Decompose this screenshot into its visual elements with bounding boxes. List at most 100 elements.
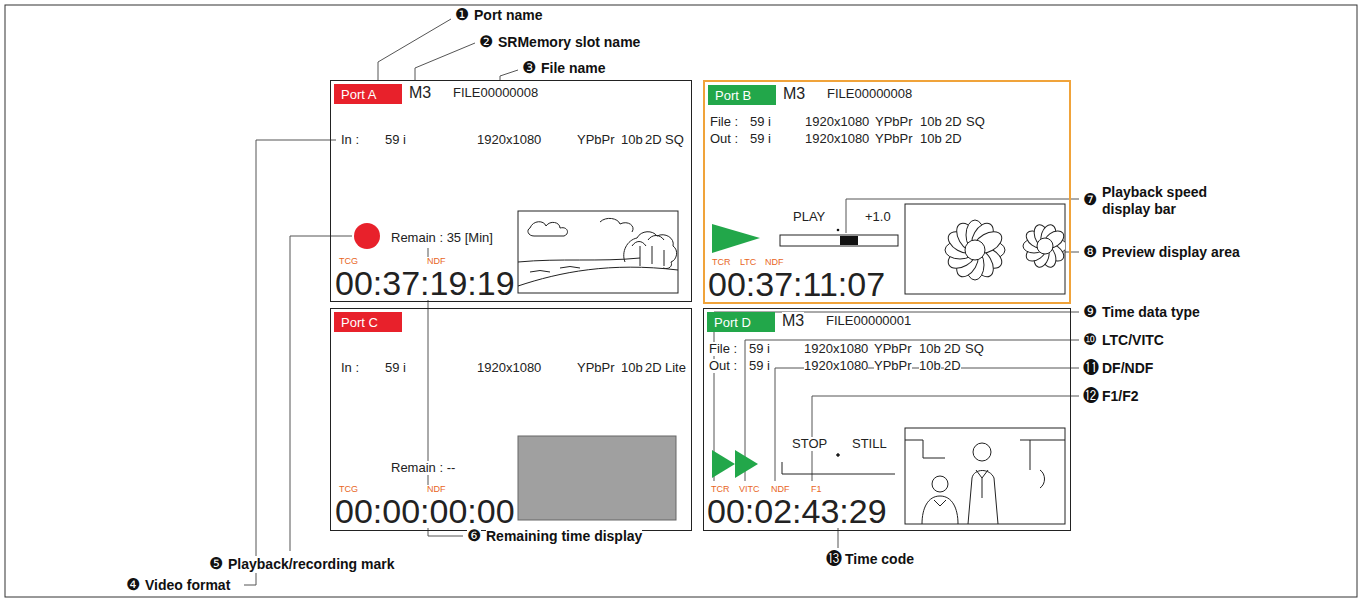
panel-text: 59 i (385, 361, 406, 375)
callout-number: ❷ (479, 33, 493, 51)
preview-empty (518, 436, 676, 520)
play-mark (712, 224, 760, 253)
callout-number: ❾ (1083, 303, 1097, 321)
port-badge: Port D (707, 312, 775, 332)
callout-label: SRMemory slot name (498, 34, 640, 51)
leader-line (415, 43, 475, 80)
panel-text: 10b (621, 133, 643, 147)
panel-text: +1.0 (865, 210, 891, 224)
panel-text: STILL (852, 437, 887, 451)
panel-text: Remain : -- (391, 461, 455, 475)
panel-text: 2D (944, 342, 961, 356)
callout-number: ❼ (1083, 191, 1097, 209)
panel-text: 1920x1080 (477, 133, 541, 147)
callout-number: ⓭ (826, 550, 842, 568)
panel-text: Lite (665, 361, 686, 375)
panel-text: M3 (783, 85, 805, 103)
panel-text: 10b (919, 359, 941, 373)
port-name: Port C (341, 315, 378, 330)
preview-flowers (905, 204, 1067, 294)
callout-label: LTC/VITC (1102, 332, 1164, 349)
panel-text: 59 i (385, 133, 406, 147)
panel-text: 59 i (750, 115, 771, 129)
panel-text: 1920x1080 (805, 132, 869, 146)
panel-text: STOP (792, 437, 827, 451)
preview-beach (518, 211, 678, 293)
callout-label: File name (541, 60, 606, 77)
time-code: 00:37:19:19 (335, 266, 515, 300)
panel-text: File : (710, 115, 738, 129)
speed-bar (840, 236, 858, 245)
leader-line (838, 526, 839, 548)
preview-flowers (945, 220, 1065, 281)
preview-people (932, 476, 948, 492)
panel-text: YPbPr (874, 342, 912, 356)
port-name: Port A (341, 87, 376, 102)
still-mark (735, 450, 758, 478)
panel-text: 2D (944, 359, 961, 373)
speed-bar (837, 454, 840, 457)
panel-text: YPbPr (875, 115, 913, 129)
play-mark (712, 224, 760, 253)
callout-label: Remaining time display (486, 528, 642, 545)
still-mark (712, 450, 735, 478)
callout-label: Playback/recording mark (228, 556, 395, 573)
preview-beach (530, 267, 580, 273)
time-code: 00:00:00:00 (335, 494, 515, 528)
speed-bar (780, 235, 898, 246)
callout-label: Port name (474, 7, 542, 24)
panel-text: 2D (945, 132, 962, 146)
speed-bar (782, 462, 895, 474)
panel-text: M3 (782, 312, 804, 330)
time-code: 00:37:11:07 (708, 267, 885, 301)
preview-beach (624, 232, 677, 269)
panel-text: YPbPr (875, 132, 913, 146)
preview-people (968, 470, 998, 524)
panel-text: 10b (920, 132, 942, 146)
callout-label: Playback speed display bar (1102, 184, 1252, 218)
panel-text: FILE00000001 (826, 314, 911, 328)
panel-text: 1920x1080 (804, 359, 868, 373)
port-panel: In :59 i1920x1080YPbPr10b2DLiteRemain : … (330, 308, 692, 531)
panel-text: 2D (945, 115, 962, 129)
callout-number: ❺ (209, 555, 223, 573)
panel-text: In : (341, 133, 359, 147)
preview-people (905, 428, 1065, 524)
panel-text: 59 i (749, 342, 770, 356)
callout-number: ⓫ (1083, 359, 1099, 377)
panel-text: M3 (409, 84, 431, 102)
panel-text: PLAY (793, 210, 825, 224)
panel-text: Out : (709, 359, 737, 373)
speed-bar (837, 229, 840, 232)
callout-number: ❻ (467, 527, 481, 545)
callout-number: ❿ (1083, 331, 1097, 349)
preview-flowers (905, 204, 1065, 294)
still-mark (712, 450, 758, 478)
record-mark (354, 223, 380, 249)
callout-label: Video format (145, 577, 230, 594)
preview-people (1040, 470, 1045, 488)
preview-people (922, 496, 958, 524)
port-panel: M3FILE00000008In :59 i1920x1080YPbPr10b2… (330, 80, 692, 302)
outer-frame (5, 5, 1357, 597)
panel-text: YPbPr (874, 359, 912, 373)
callout-label: DF/NDF (1102, 360, 1153, 377)
callout-number: ❽ (1083, 243, 1097, 261)
panel-text: Out : (710, 132, 738, 146)
panel-text: File : (709, 342, 737, 356)
panel-text: 10b (920, 115, 942, 129)
preview-people (973, 443, 991, 461)
panel-text: 1920x1080 (804, 342, 868, 356)
panel-text: Remain : 35 [Min] (391, 231, 493, 245)
port-badge: Port A (334, 84, 402, 104)
port-badge: Port C (334, 312, 402, 332)
preview-empty (518, 436, 676, 520)
callout-number: ❹ (126, 576, 140, 594)
port-name: Port B (715, 88, 751, 103)
port-name: Port D (714, 315, 751, 330)
callout-number: ❸ (522, 59, 536, 77)
panel-text: SQ (966, 115, 985, 129)
port-panel: M3FILE00000001File :59 i1920x1080YPbPr10… (703, 308, 1071, 531)
panel-text: In : (341, 361, 359, 375)
